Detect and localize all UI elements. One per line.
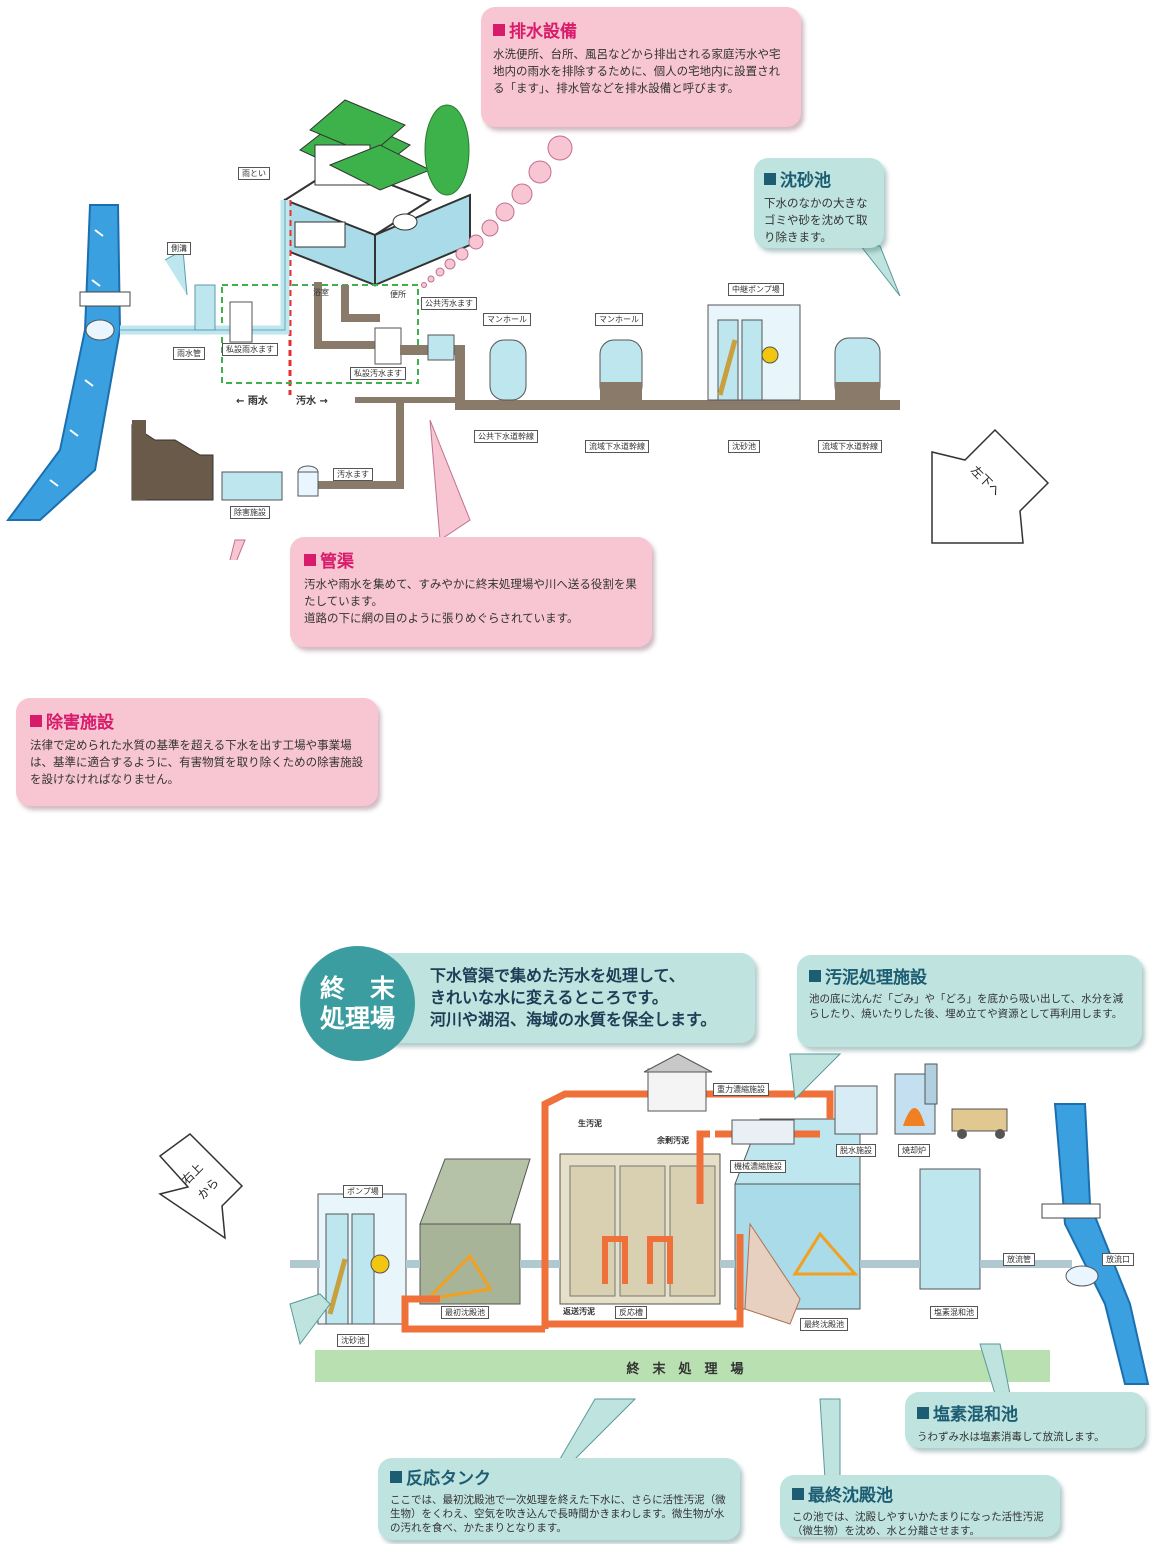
label-pump-station: ポンプ場 [343, 1185, 383, 1198]
intro-line-3: 河川や湖沼、海域の水質を保全します。 [430, 1010, 717, 1029]
callout-text: うわずみ水は塩素消毒して放流します。 [917, 1431, 1105, 1443]
title-square-icon [917, 1406, 929, 1419]
label-outfall: 放流口 [1102, 1253, 1134, 1266]
label-removal-facility: 除害施設 [230, 506, 270, 519]
intro-panel: 下水管渠で集めた汚水を処理して、 きれいな水に変えるところです。 河川や湖沼、海… [300, 953, 755, 1043]
label-gutter: 雨とい [238, 167, 270, 180]
label-incinerator: 焼却炉 [898, 1144, 930, 1157]
callout-title: 最終沈殿池 [808, 1486, 893, 1506]
label-sewage-box: 汚水ます [333, 468, 373, 481]
label-outfall-pipe: 放流管 [1003, 1253, 1035, 1266]
callout-title: 排水設備 [509, 22, 577, 42]
label-manhole-2: マンホール [595, 313, 643, 326]
title-square-icon [764, 172, 776, 185]
label-bath: 浴室 [313, 288, 329, 297]
title-square-icon [304, 553, 316, 566]
label-public-sewage-box: 公共汚水ます [421, 297, 477, 310]
title-square-icon [30, 714, 42, 727]
callout-title: 汚泥処理施設 [825, 968, 927, 988]
treatment-plant-illustration [158, 1053, 1150, 1480]
label-return-sludge: 返送汚泥 [563, 1307, 595, 1316]
callout-title: 反応タンク [406, 1469, 491, 1489]
callout-text: 法律で定められた水質の基準を超える下水を出す工場や事業場は、基準に適合するように… [30, 738, 364, 786]
drainage-network-illustration [6, 99, 1050, 560]
label-private-rain: 私設雨水ます [222, 343, 278, 356]
callout-text: 池の底に沈んだ「ごみ」や「どろ」を底から吸い出して、水分を減らしたり、焼いたりし… [809, 993, 1124, 1020]
label-relay-pump: 中継ポンプ場 [728, 283, 784, 296]
callout-removal-facility: 除害施設 法律で定められた水質の基準を超える下水を出す工場や事業場は、基準に適合… [16, 698, 378, 806]
label-rain-pipe: 雨水管 [173, 347, 205, 360]
callout-title: 管渠 [320, 552, 354, 572]
callout-text-2: 道路の下に網の目のように張りめぐらされています。 [304, 611, 579, 625]
callout-sewer-pipe: 管渠 汚水や雨水を集めて、すみやかに終末処理場や川へ送る役割を果たしています。 … [290, 537, 652, 647]
label-basin-sewer-main-1: 流域下水道幹線 [585, 440, 649, 453]
intro-line-2: きれいな水に変えるところです。 [430, 988, 668, 1007]
label-side-ditch: 側溝 [167, 242, 191, 255]
callout-chlorine-basin: 塩素混和池 うわずみ水は塩素消毒して放流します。 [905, 1392, 1145, 1448]
label-chlorine-basin: 塩素混和池 [930, 1306, 978, 1319]
label-manhole-1: マンホール [483, 313, 531, 326]
label-public-sewer-main: 公共下水道幹線 [474, 430, 538, 443]
title-square-icon [792, 1487, 804, 1500]
label-basin-sewer-main-2: 流域下水道幹線 [818, 440, 882, 453]
label-mech-thickener: 機械濃縮施設 [730, 1160, 786, 1173]
callout-text: この池では、沈殿しやすいかたまりになった活性汚泥（微生物）を沈め、水と分離させま… [792, 1511, 1044, 1537]
label-gravity-thickener: 重力濃縮施設 [713, 1083, 769, 1096]
callout-reaction-tank: 反応タンク ここでは、最初沈殿池で一次処理を終えた下水に、さらに活性汚泥（微生物… [378, 1458, 740, 1540]
label-primary-clarifier: 最初沈殿池 [441, 1306, 489, 1319]
label-excess-sludge: 余剰汚泥 [657, 1136, 689, 1145]
callout-grit-chamber: 沈砂池 下水のなかの大きなゴミや砂を沈めて取り除きます。 [754, 158, 884, 248]
label-final-clarifier: 最終沈殿池 [800, 1318, 848, 1331]
callout-title: 沈砂池 [780, 171, 831, 191]
label-reaction-tank: 反応槽 [615, 1306, 647, 1319]
label-toilet: 便所 [390, 290, 406, 299]
callout-text-1: 汚水や雨水を集めて、すみやかに終末処理場や川へ送る役割を果たしています。 [304, 577, 637, 608]
label-rain-direction: ← 雨水 [236, 396, 268, 407]
label-private-sewage-box: 私設汚水ます [350, 367, 406, 380]
title-square-icon [493, 23, 505, 36]
callout-final-clarifier: 最終沈殿池 この池では、沈殿しやすいかたまりになった活性汚泥（微生物）を沈め、水… [780, 1475, 1060, 1537]
ground-label: 終 末 処 理 場 [626, 1362, 744, 1377]
callout-sludge-facility: 汚泥処理施設 池の底に沈んだ「ごみ」や「どろ」を底から吸い出して、水分を減らした… [797, 955, 1142, 1047]
callout-drainage-facility: 排水設備 水洗便所、台所、風呂などから排出される家庭汚水や宅地内の雨水を排除する… [481, 7, 801, 127]
title-square-icon [809, 969, 821, 982]
callout-text: ここでは、最初沈殿池で一次処理を終えた下水に、さらに活性汚泥（微生物）をくわえ、… [390, 1494, 726, 1534]
label-sewage-direction: 汚水 → [296, 396, 328, 407]
label-grit-basin: 沈砂池 [728, 440, 760, 453]
label-grit-basin: 沈砂池 [337, 1334, 369, 1347]
intro-badge: 終 末 処理場 [300, 946, 415, 1061]
callout-title: 塩素混和池 [933, 1405, 1018, 1425]
callout-text: 水洗便所、台所、風呂などから排出される家庭汚水や宅地内の雨水を排除するために、個… [493, 47, 781, 95]
callout-text: 下水のなかの大きなゴミや砂を沈めて取り除きます。 [764, 196, 868, 244]
down-left-arrow-icon [931, 428, 1050, 544]
intro-badge-line-1: 終 末 [319, 973, 395, 1003]
intro-line-1: 下水管渠で集めた汚水を処理して、 [430, 966, 685, 985]
label-raw-sludge: 生汚泥 [578, 1119, 602, 1128]
callout-title: 除害施設 [46, 713, 114, 733]
down-right-arrow-icon [158, 1133, 244, 1240]
label-dewatering: 脱水施設 [836, 1144, 876, 1157]
intro-badge-line-2: 処理場 [319, 1003, 395, 1033]
title-square-icon [390, 1470, 402, 1483]
